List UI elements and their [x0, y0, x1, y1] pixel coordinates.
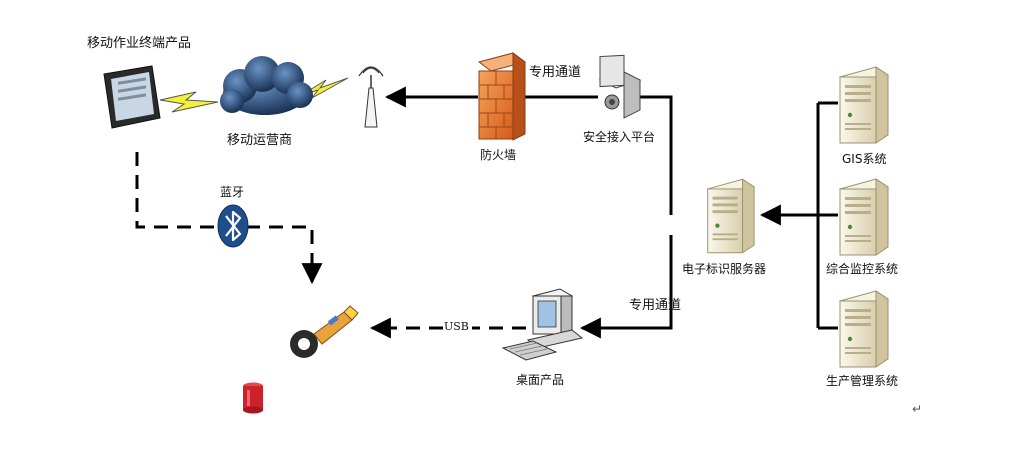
- desktop-computer-icon: [501, 288, 584, 361]
- firewall-icon: [477, 52, 527, 141]
- connections: [384, 86, 838, 339]
- cloud-icon: [220, 56, 313, 115]
- bluetooth-label: 蓝牙: [220, 185, 245, 199]
- mobile-operator-label: 移动运营商: [227, 133, 293, 148]
- e-id-server-label: 电子标识服务器: [682, 262, 767, 276]
- production-server-icon: [839, 290, 889, 368]
- mobile-terminal-label: 移动作业终端产品: [87, 36, 192, 51]
- mobile-terminal-icon: [103, 65, 161, 129]
- return-mark: ↵: [912, 402, 923, 416]
- wireless-lightning-right-icon: [299, 77, 349, 99]
- security-platform-icon: [598, 54, 642, 119]
- firewall-label: 防火墙: [480, 148, 517, 162]
- link-server-to-desktop: [579, 235, 673, 339]
- gis-system-label: GIS系统: [842, 152, 887, 166]
- link-server-to-platform: [633, 95, 673, 215]
- security-platform-label: 安全接入平台: [583, 130, 656, 144]
- dedicated-channel-bottom-label: 专用通道: [629, 298, 682, 313]
- dashed-links: [135, 152, 526, 339]
- gis-server-icon: [839, 66, 889, 144]
- bluetooth-icon: [217, 204, 249, 248]
- e-id-server-icon: [707, 178, 755, 254]
- handheld-reader-icon: [290, 305, 359, 358]
- antenna-icon: [358, 66, 384, 128]
- dedicated-channel-top-label: 专用通道: [529, 65, 582, 80]
- rfid-tag-icon: [243, 382, 263, 414]
- wireless-lightning-left-icon: [159, 91, 219, 113]
- desktop-product-label: 桌面产品: [516, 373, 565, 387]
- monitoring-server-icon: [839, 178, 889, 256]
- production-management-label: 生产管理系统: [826, 374, 899, 388]
- usb-label: USB: [444, 320, 469, 333]
- integrated-monitoring-label: 综合监控系统: [826, 262, 899, 276]
